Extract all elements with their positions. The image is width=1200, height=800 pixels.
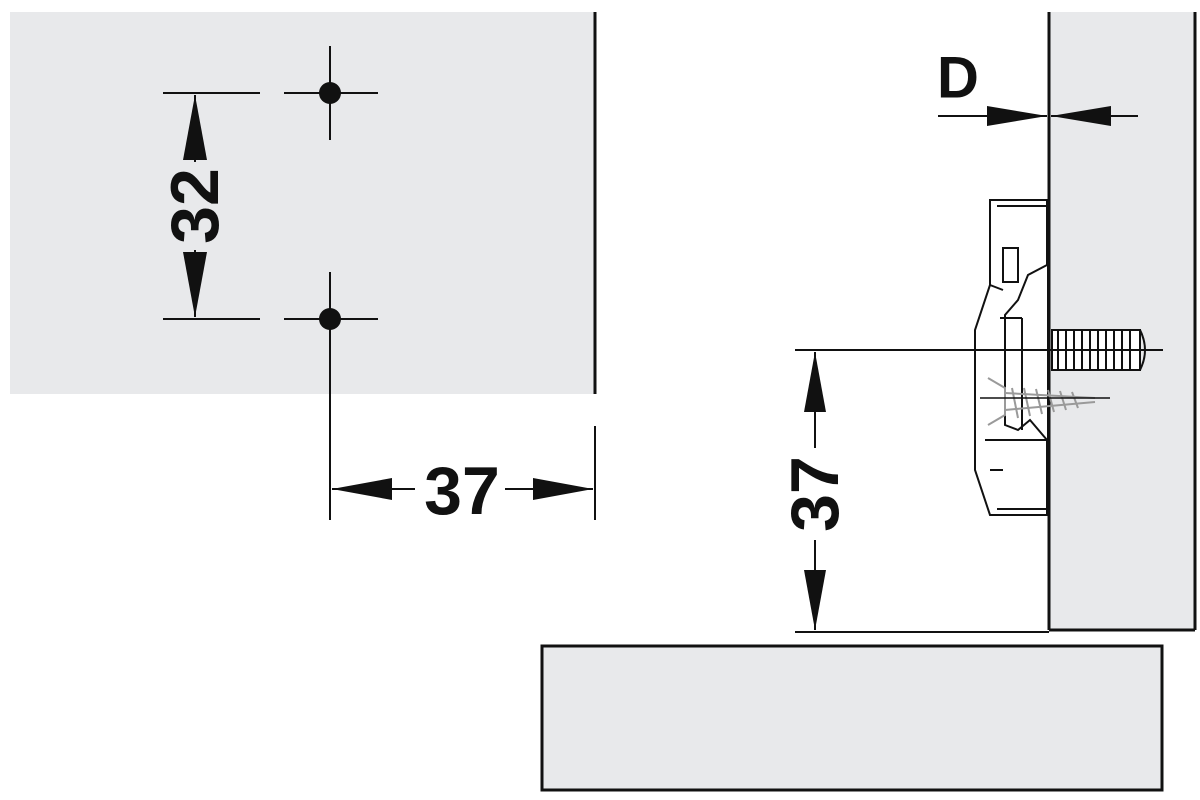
mounting-plate-profile bbox=[974, 199, 1048, 516]
hole-spacing-label: 32 bbox=[157, 168, 233, 244]
dimension-depth: D bbox=[937, 46, 1138, 126]
door-panel-section bbox=[540, 644, 1164, 792]
drill-hole-bottom bbox=[284, 272, 378, 365]
side-section-view: D bbox=[540, 12, 1197, 792]
edge-distance-plan-label: 37 bbox=[424, 453, 500, 529]
chipboard-screw-icon bbox=[987, 377, 1096, 426]
dimension-hole-spacing: 32 bbox=[157, 92, 260, 320]
dimension-edge-distance-side: 37 bbox=[777, 352, 853, 630]
edge-distance-side-label: 37 bbox=[777, 456, 853, 532]
depth-label: D bbox=[937, 46, 979, 111]
cabinet-side-section bbox=[1049, 12, 1195, 630]
dimension-edge-distance-plan: 37 bbox=[329, 365, 596, 529]
drill-hole-top bbox=[284, 46, 378, 140]
drilling-pattern-view: 32 37 bbox=[10, 12, 597, 529]
cabinet-side-panel bbox=[10, 12, 595, 394]
